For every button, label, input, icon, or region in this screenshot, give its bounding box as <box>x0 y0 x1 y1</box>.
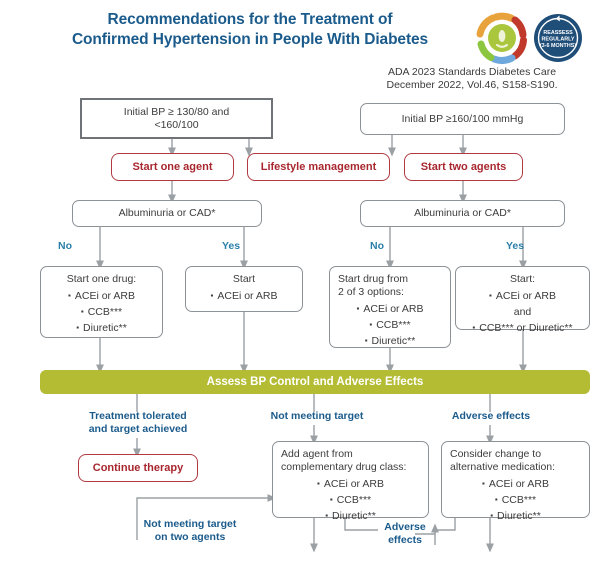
consider-change-header: Consider change to alternative medicatio… <box>450 448 581 474</box>
start-acei-arb-header: Start <box>232 273 256 285</box>
reassess-regularly-logo: REASSESS REGULARLY (3-6 MONTHS) <box>476 12 582 64</box>
initial-bp-moderate-line2: <160/100 <box>154 118 199 131</box>
start-two-agents-text: Start two agents <box>420 160 507 173</box>
start-two-of-three-header-line2: 2 of 3 options: <box>338 286 404 298</box>
consider-change-header-line2: alternative medication: <box>450 461 556 473</box>
adverse-effects-text: Adverse effects <box>451 410 531 422</box>
add-agent-header-line1: Add agent from <box>281 448 353 460</box>
node-start-acei-arb[interactable]: Start ACEi or ARB <box>185 266 303 312</box>
consider-change-header-line1: Consider change to <box>450 448 542 460</box>
title-line-1: Recommendations for the Treatment of <box>107 11 393 28</box>
node-albuminuria-left[interactable]: Albuminuria or CAD* <box>72 200 262 227</box>
list-item: ACEi or ARB <box>281 476 420 492</box>
edge-label-yes-right: Yes <box>506 240 525 252</box>
start-combo-header: Start: <box>509 273 536 285</box>
svg-text:REASSESS: REASSESS <box>543 30 573 36</box>
list-item: CCB*** <box>338 317 442 333</box>
not-meeting-two-line1: Not meeting target <box>143 518 237 530</box>
adverse-effects-bottom-line1: Adverse <box>384 521 426 533</box>
add-agent-header: Add agent from complementary drug class: <box>281 448 420 474</box>
list-item: CCB*** or Diuretic** <box>464 320 581 336</box>
svg-text:(3-6 MONTHS): (3-6 MONTHS) <box>540 43 576 49</box>
node-initial-bp-high[interactable]: Initial BP ≥160/100 mmHg <box>360 103 565 135</box>
list-item: CCB*** <box>281 492 420 508</box>
node-start-two-agents[interactable]: Start two agents <box>404 153 523 181</box>
page-title: Recommendations for the Treatment of Con… <box>40 10 460 50</box>
svg-text:REGULARLY: REGULARLY <box>541 36 574 42</box>
node-start-one-drug[interactable]: Start one drug: ACEi or ARB CCB*** Diure… <box>40 266 163 338</box>
start-combo-list: ACEi or ARB and CCB*** or Diuretic** <box>464 288 581 336</box>
assess-bar-text: Assess BP Control and Adverse Effects <box>206 375 424 388</box>
node-assess-bp-control[interactable]: Assess BP Control and Adverse Effects <box>40 370 590 394</box>
lifestyle-management-text: Lifestyle management <box>260 160 377 173</box>
list-item: Diuretic** <box>281 508 420 524</box>
node-initial-bp-moderate[interactable]: Initial BP ≥ 130/80 and <160/100 <box>80 98 273 139</box>
not-meeting-target-text: Not meeting target <box>270 410 364 422</box>
edge-label-treatment-tolerated: Treatment tolerated and target achieved <box>78 410 198 436</box>
node-start-two-of-three[interactable]: Start drug from 2 of 3 options: ACEi or … <box>329 266 451 348</box>
list-conjunction: and <box>513 306 532 318</box>
edge-label-not-meeting-target: Not meeting target <box>262 410 372 423</box>
edge-label-no-left: No <box>58 240 72 252</box>
edge-label-adverse-effects-bottom: Adverse effects <box>374 521 436 547</box>
edge-label-yes-left: Yes <box>222 240 241 252</box>
edge-label-not-meeting-two-agents: Not meeting target on two agents <box>119 518 261 544</box>
list-item: ACEi or ARB <box>49 288 154 304</box>
not-meeting-two-line2: on two agents <box>154 531 226 543</box>
add-agent-list: ACEi or ARB CCB*** Diuretic** <box>281 476 420 524</box>
node-start-one-agent[interactable]: Start one agent <box>111 153 234 181</box>
citation-line-2: December 2022, Vol.46, S158-S190. <box>386 79 558 91</box>
edge-label-adverse-effects: Adverse effects <box>443 410 539 423</box>
node-continue-therapy[interactable]: Continue therapy <box>78 454 198 482</box>
start-acei-arb-list: ACEi or ARB <box>194 288 294 304</box>
treatment-tolerated-line2: and target achieved <box>88 423 188 435</box>
treatment-tolerated-line1: Treatment tolerated <box>89 410 187 422</box>
initial-bp-high-text: Initial BP ≥160/100 mmHg <box>401 112 524 125</box>
list-item: Diuretic** <box>49 320 154 336</box>
node-add-agent[interactable]: Add agent from complementary drug class:… <box>272 441 429 522</box>
node-start-combo[interactable]: Start: ACEi or ARB and CCB*** or Diureti… <box>455 266 590 334</box>
start-two-of-three-list: ACEi or ARB CCB*** Diuretic** <box>338 301 442 349</box>
start-one-agent-text: Start one agent <box>132 160 213 173</box>
consider-change-list: ACEi or ARB CCB*** Diuretic** <box>450 476 581 524</box>
title-line-2: Confirmed Hypertension in People With Di… <box>71 31 429 48</box>
list-item: Diuretic** <box>338 333 442 349</box>
continue-therapy-text: Continue therapy <box>92 461 184 474</box>
start-two-of-three-header: Start drug from 2 of 3 options: <box>338 273 442 299</box>
node-albuminuria-right[interactable]: Albuminuria or CAD* <box>360 200 565 227</box>
list-item: ACEi or ARB <box>450 476 581 492</box>
list-item: ACEi or ARB <box>338 301 442 317</box>
albuminuria-right-text: Albuminuria or CAD* <box>414 207 511 219</box>
citation-line-1: ADA 2023 Standards Diabetes Care <box>387 66 557 78</box>
list-item: ACEi or ARB <box>464 288 581 304</box>
list-item: CCB*** <box>450 492 581 508</box>
adverse-effects-bottom-line2: effects <box>388 534 422 546</box>
initial-bp-moderate-line1: Initial BP ≥ 130/80 and <box>123 105 230 118</box>
citation: ADA 2023 Standards Diabetes Care Decembe… <box>352 66 592 92</box>
list-item: CCB*** <box>49 304 154 320</box>
start-two-of-three-header-line1: Start drug from <box>338 273 409 285</box>
list-item: Diuretic** <box>450 508 581 524</box>
start-one-drug-list: ACEi or ARB CCB*** Diuretic** <box>49 288 154 336</box>
node-lifestyle-management[interactable]: Lifestyle management <box>247 153 390 181</box>
albuminuria-left-text: Albuminuria or CAD* <box>118 207 216 219</box>
list-item: ACEi or ARB <box>194 288 294 304</box>
start-one-drug-header: Start one drug: <box>66 273 137 285</box>
add-agent-header-line2: complementary drug class: <box>281 461 407 473</box>
edge-label-no-right: No <box>370 240 384 252</box>
node-consider-change[interactable]: Consider change to alternative medicatio… <box>441 441 590 522</box>
